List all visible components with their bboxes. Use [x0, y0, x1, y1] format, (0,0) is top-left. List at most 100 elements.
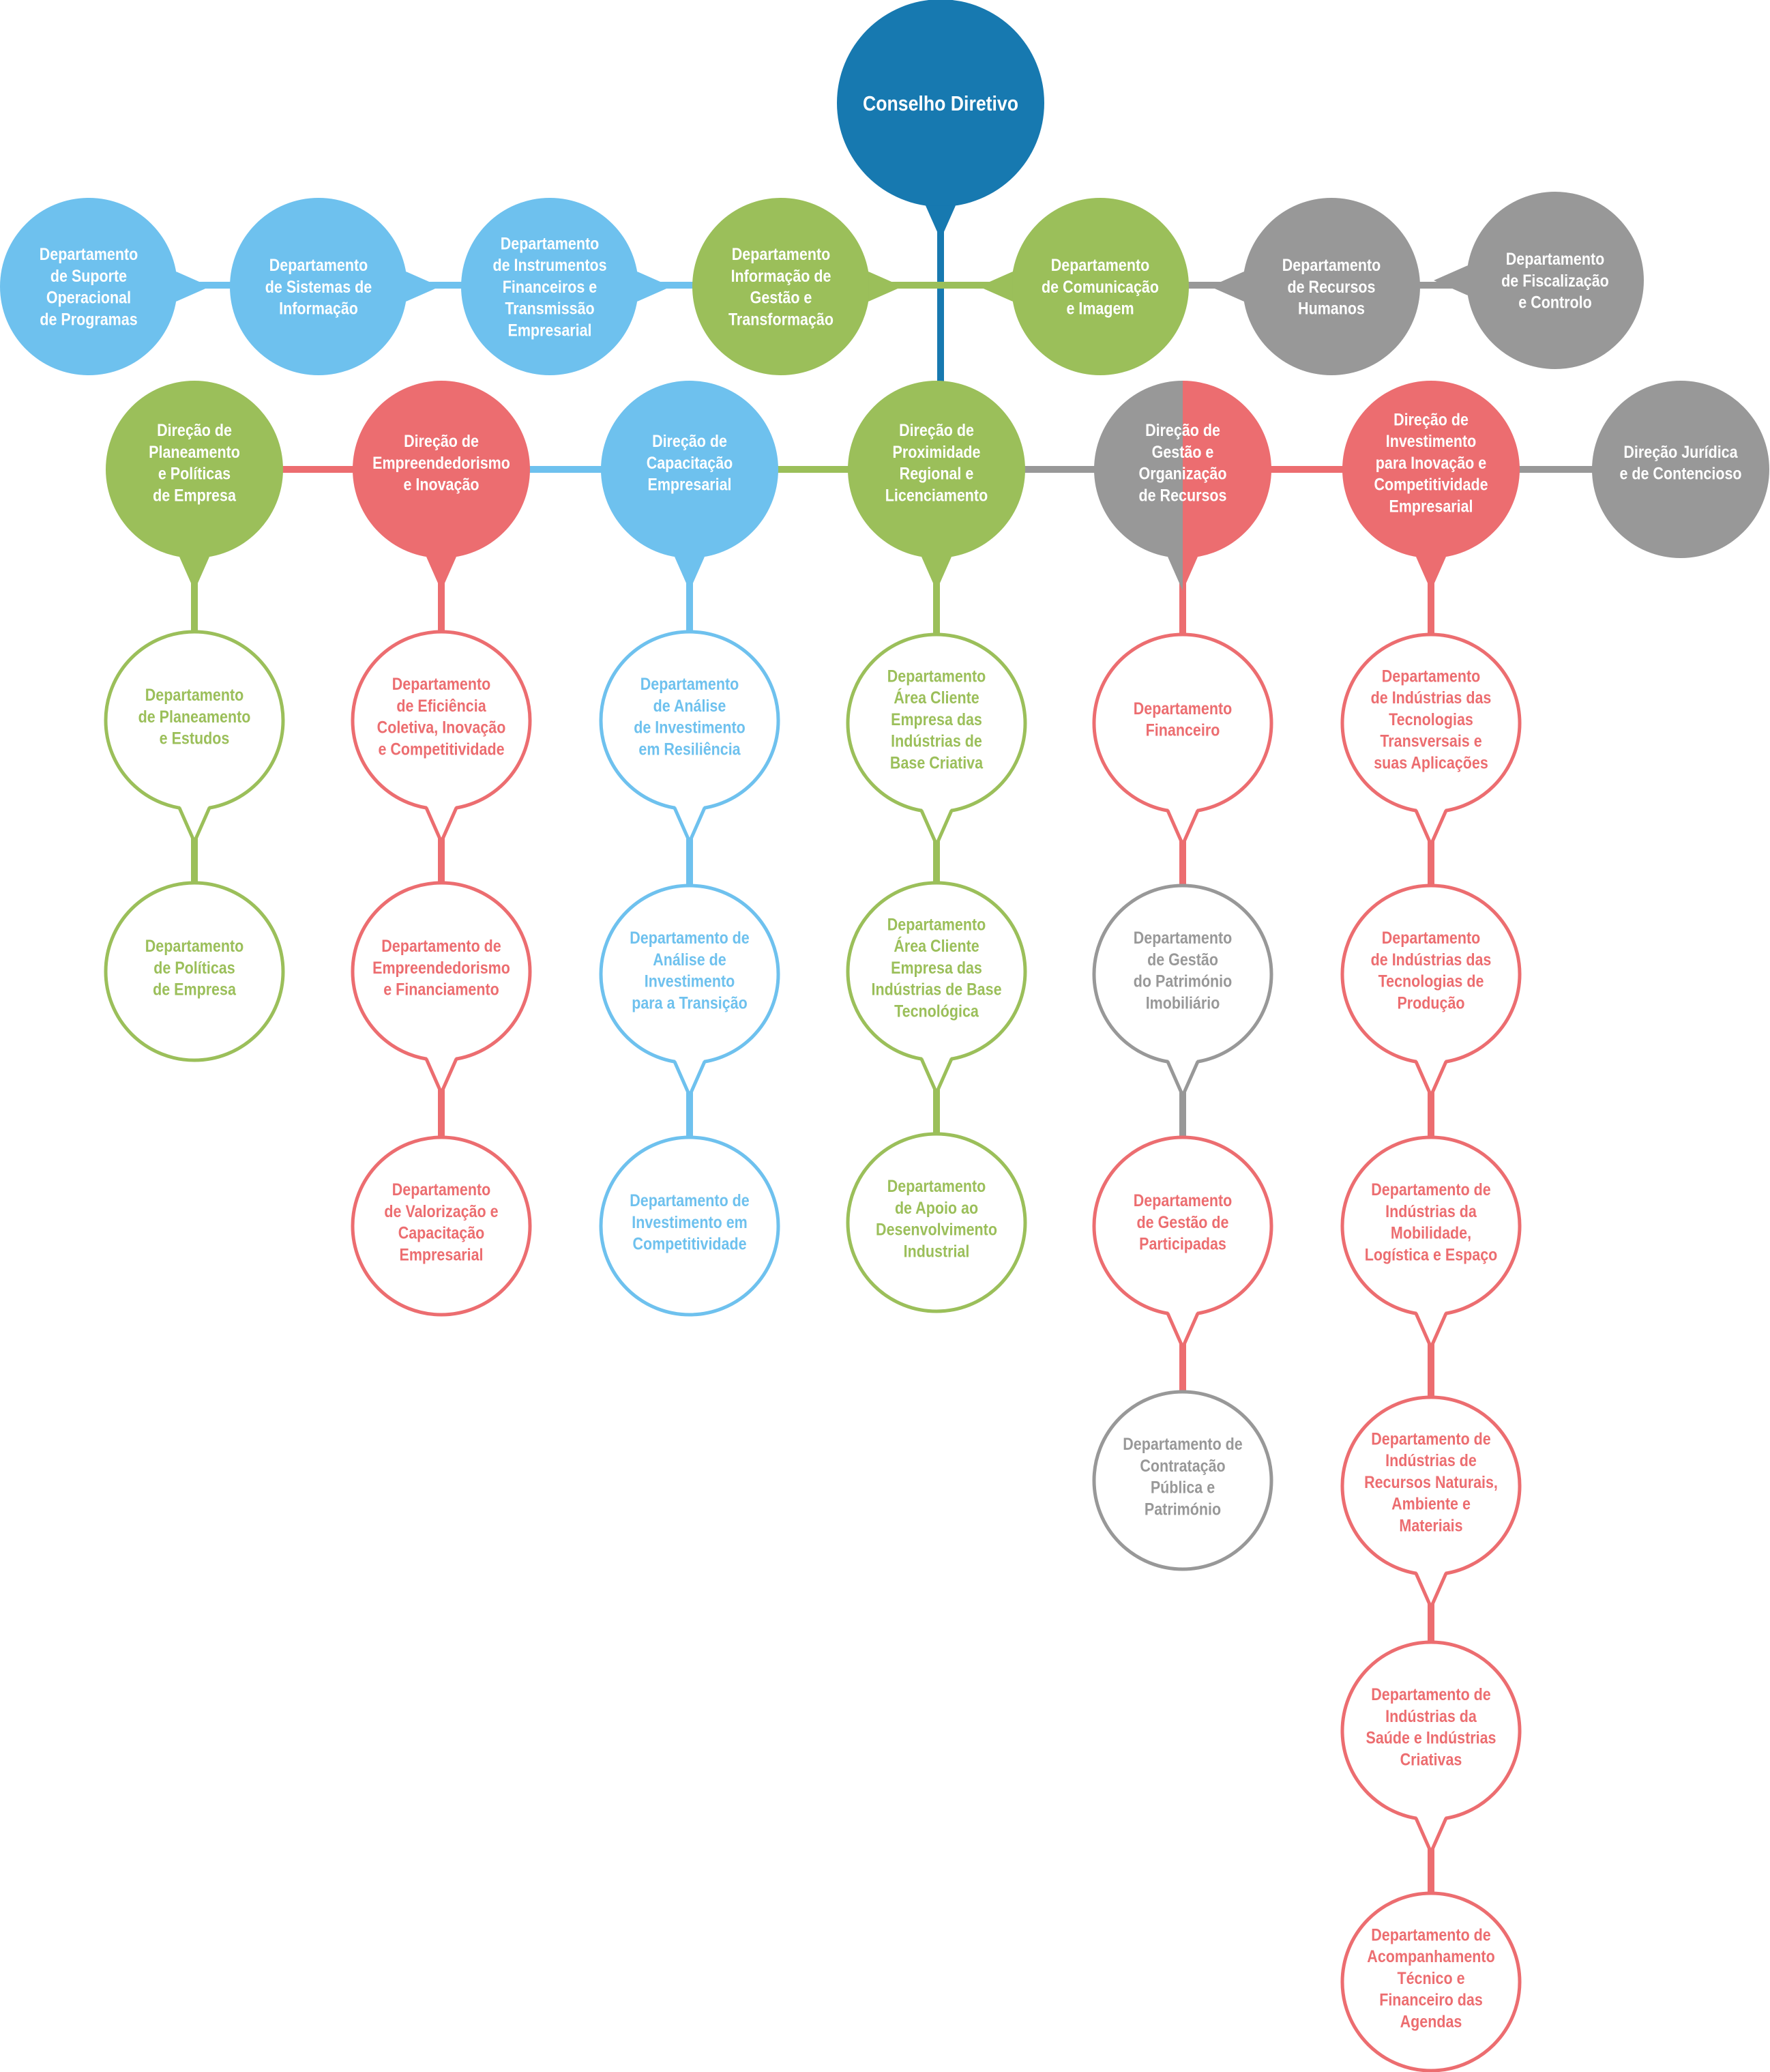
- pointer-tail: [1166, 810, 1200, 847]
- node-label-line: Departamento: [40, 245, 138, 264]
- node-label-line: Indústrias da: [1385, 1201, 1477, 1221]
- node-label-line: Tecnologias de: [1378, 972, 1484, 991]
- node-label-line: e Competitividade: [378, 740, 504, 759]
- node-label-line: Departamento de: [1371, 1685, 1491, 1704]
- node-label-line: Departamento: [269, 255, 368, 274]
- pointer-tail: [921, 557, 952, 591]
- node-label-line: de Empresa: [153, 486, 237, 505]
- node-label-line: Gestão e: [1152, 442, 1214, 461]
- node-label-line: Departamento de: [630, 929, 750, 948]
- node-label-line: Tecnológica: [894, 1002, 979, 1021]
- node-label-line: do Património: [1134, 972, 1232, 991]
- node-label-line: Empresarial: [647, 475, 731, 494]
- node-label-line: Proximidade: [893, 442, 981, 461]
- pointer-tail: [406, 272, 440, 302]
- node-label-line: e de Contencioso: [1619, 464, 1741, 483]
- node-label-line: Departamento de: [1371, 1180, 1491, 1199]
- node-label-line: Direção de: [1145, 421, 1220, 440]
- node-label-line: Direção de: [157, 421, 232, 440]
- node-label-line: de Indústrias das: [1371, 688, 1492, 707]
- node-label-line: Planeamento: [149, 442, 240, 461]
- node-label-line: em Resiliência: [638, 740, 741, 759]
- pointer-tail: [926, 205, 956, 239]
- node-label-line: Departamento: [1134, 1191, 1232, 1210]
- node-label-line: Produção: [1397, 993, 1464, 1012]
- node-label-line: Gestão e: [750, 288, 812, 307]
- node-label-line: Capacitação: [398, 1223, 485, 1242]
- node-label-line: Departamento: [640, 675, 739, 694]
- council-node[interactable]: Conselho Diretivo: [837, 0, 1044, 239]
- node-label-line: Indústrias de: [891, 731, 982, 750]
- node-label-line: Direção Jurídica: [1623, 442, 1738, 461]
- node-label-line: Competitividade: [1374, 475, 1488, 494]
- pointer-tail: [1434, 265, 1468, 295]
- pointer-tail: [919, 1058, 954, 1095]
- node-label-line: de Comunicação: [1042, 277, 1159, 296]
- node-label-line: Investimento: [645, 972, 735, 991]
- node-label-line: de Suporte: [50, 266, 127, 285]
- node-label-line: e Estudos: [160, 729, 230, 748]
- node-label-line: Empresarial: [1389, 497, 1473, 516]
- node-label-line: Competitividade: [632, 1234, 746, 1253]
- node-label-line: Coletiva, Inovação: [377, 718, 506, 737]
- node-label-line: Empresa das: [891, 710, 982, 729]
- node-label-line: de Fiscalização: [1501, 271, 1609, 290]
- node-label-line: Departamento de: [1123, 1435, 1243, 1454]
- node-label-line: Acompanhamento: [1367, 1946, 1494, 1966]
- node-label-line: Industrial: [904, 1242, 970, 1261]
- node-label-line: Organização: [1139, 464, 1227, 483]
- node-label-line: Materiais: [1399, 1516, 1462, 1535]
- node-label-line: e Inovação: [403, 475, 479, 494]
- node-label-line: Investimento em: [632, 1212, 748, 1231]
- node-label-line: Investimento: [1386, 431, 1477, 450]
- node-label-line: Departamento: [887, 915, 986, 934]
- pointer-tail: [1168, 557, 1183, 591]
- node-label-line: Departamento: [1134, 699, 1232, 718]
- node-label-line: e Políticas: [158, 464, 231, 483]
- pointer-tail: [673, 807, 707, 844]
- node-label-line: Departamento: [887, 667, 986, 686]
- node-label-line: Departamento: [1382, 667, 1480, 686]
- directorate-node[interactable]: Direção de Planeamento e Políticas de Empre…: [106, 381, 283, 591]
- node-label-line: Indústrias da: [1385, 1706, 1477, 1725]
- node-label-line: de Valorização e: [384, 1201, 498, 1221]
- node-label-line: de Gestão: [1147, 950, 1218, 969]
- directorate-node[interactable]: Direção Jurídica e de Contencioso: [1592, 381, 1769, 558]
- node-label-line: Informação de: [731, 266, 831, 285]
- node-label-line: de Empresa: [153, 980, 237, 999]
- node-label-line: Empresa das: [891, 958, 982, 977]
